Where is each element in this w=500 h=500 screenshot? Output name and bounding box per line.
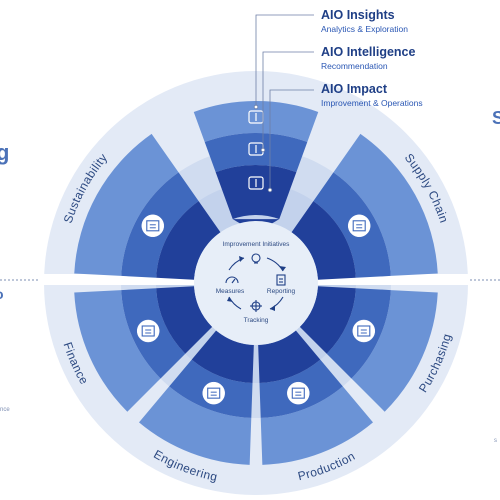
calculator-report-icon (136, 319, 160, 343)
lightbulb-icon (251, 253, 261, 264)
level-subtitle-intelligence: Recommendation (321, 61, 388, 71)
cycle-arrowhead-4 (239, 256, 244, 262)
sustainability-inner-segment (156, 201, 221, 280)
edge-fragment-right-small: s (494, 438, 497, 444)
engineering-inner-segment (191, 330, 254, 383)
sustainability-outer-segment (74, 133, 179, 276)
finance-inner-segment (156, 286, 213, 354)
center-hub (194, 221, 318, 345)
network-people-icon (352, 319, 376, 343)
edge-fragment-left: g (0, 140, 10, 165)
edge-fragment-right: S (492, 108, 500, 128)
purchasing-outer-segment (351, 290, 438, 412)
leader-dot-3 (267, 187, 273, 193)
production-outer-segment (260, 386, 373, 465)
cycle-arrowhead-3 (227, 297, 233, 302)
supply-chain-outer-segment (333, 133, 438, 276)
engineering-outer-segment (139, 386, 252, 465)
finance-outer-segment (74, 290, 161, 412)
warehouse-icon (347, 214, 371, 238)
target-icon (250, 300, 262, 312)
purchasing-inner-segment (299, 286, 356, 354)
factory-truck-24h-icon (287, 381, 310, 405)
cycle-title: Improvement Initiatives (223, 241, 291, 248)
top-segment-level-1 (193, 100, 319, 143)
level-title-impact: AIO Impact (321, 82, 387, 96)
cycle-arrowhead-1 (279, 266, 286, 271)
leader-dot-2 (260, 147, 266, 153)
globe-hand-icon (141, 214, 165, 238)
production-inner-segment (258, 330, 321, 383)
cloud-upload-icon (248, 176, 264, 190)
cycle-label-tracking: Tracking (244, 317, 269, 324)
level-title-insights: AIO Insights (321, 8, 395, 22)
level-subtitle-impact: Improvement & Operations (321, 98, 423, 108)
edge-fragment-left-2: o (0, 286, 4, 302)
cycle-arrowhead-2 (270, 305, 275, 311)
report-icon (276, 274, 286, 286)
leader-lines (255, 14, 314, 190)
supply-chain-inner-segment (291, 201, 356, 280)
edge-fragment-left-small: nce (0, 407, 10, 413)
leader-dot-1 (253, 104, 259, 110)
cycle-label-measures: Measures (216, 288, 245, 295)
top-segment-level-3 (215, 164, 297, 220)
gauge-icon (225, 276, 239, 284)
cycle-label-reporting: Reporting (267, 288, 296, 295)
level-subtitle-insights: Analytics & Exploration (321, 24, 408, 34)
team-gears-icon (202, 381, 225, 405)
level-title-intelligence: AIO Intelligence (321, 45, 416, 59)
